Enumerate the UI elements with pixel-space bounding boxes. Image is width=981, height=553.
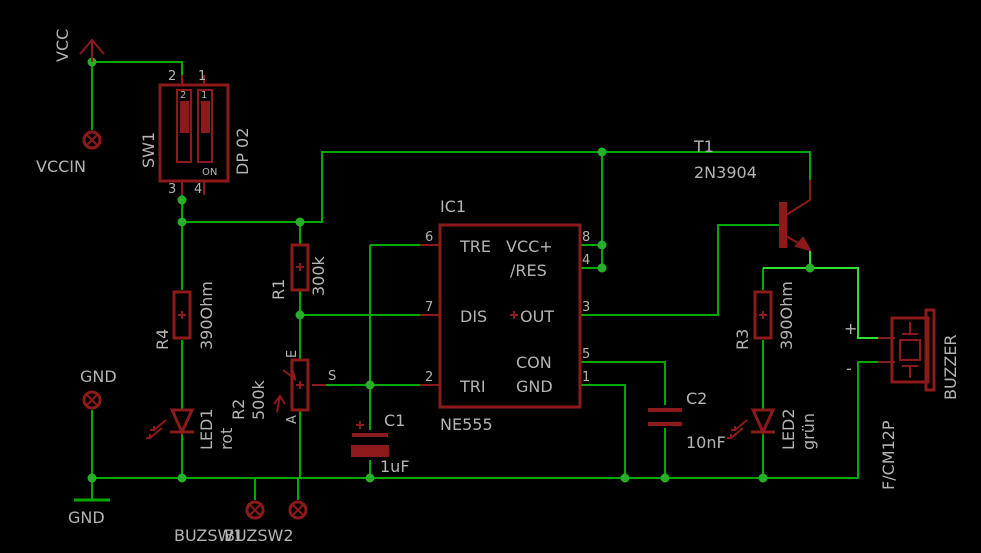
c1-name: C1 bbox=[384, 411, 405, 430]
junction-dot bbox=[597, 147, 607, 157]
ic1-pin8: 8 bbox=[582, 230, 590, 245]
ic1-vcc: VCC+ bbox=[506, 237, 553, 256]
sw1-inner-pin2: 2 bbox=[180, 90, 186, 101]
junction-dot bbox=[758, 473, 768, 483]
buzzer-minus: - bbox=[846, 359, 852, 378]
vcc-label: VCC bbox=[53, 29, 72, 62]
sw1-pin3: 3 bbox=[168, 182, 176, 197]
ic1-pin5: 5 bbox=[582, 347, 590, 362]
sw1-name: SW1 bbox=[139, 132, 158, 168]
junction-dot bbox=[365, 473, 375, 483]
buzzer-plus: + bbox=[844, 319, 857, 338]
r4-name: R4 bbox=[153, 329, 172, 350]
led2-diode[interactable] bbox=[727, 408, 776, 439]
led2-value: grün bbox=[799, 413, 818, 450]
vccin-label: VCCIN bbox=[36, 157, 86, 176]
junction-dot bbox=[177, 217, 187, 227]
junction-dot bbox=[295, 310, 305, 320]
r1-resistor[interactable] bbox=[290, 243, 310, 292]
ic1-gnd: GND bbox=[516, 377, 553, 396]
sw1-pin2: 2 bbox=[168, 69, 176, 84]
junction-dot bbox=[87, 473, 97, 483]
buzsw2-label: BUZSW2 bbox=[224, 526, 294, 545]
junctions bbox=[87, 57, 815, 483]
ic1-pin6: 6 bbox=[425, 230, 433, 245]
c2-name: C2 bbox=[686, 389, 707, 408]
c2-capacitor[interactable] bbox=[648, 408, 682, 426]
led2-name: LED2 bbox=[779, 408, 798, 450]
buzzer[interactable] bbox=[878, 308, 936, 392]
ic1-pin7: 7 bbox=[425, 300, 433, 315]
buzsw1-label: BUZSW1 bbox=[174, 526, 244, 545]
c2-value: 10nF bbox=[686, 433, 726, 452]
c1-capacitor[interactable] bbox=[351, 421, 389, 457]
c1-value: 1uF bbox=[380, 457, 410, 476]
gnd-top-label: GND bbox=[80, 367, 117, 386]
junction-dot bbox=[805, 263, 815, 273]
sw1-value: DP 02 bbox=[233, 128, 252, 175]
r4-resistor[interactable] bbox=[172, 290, 192, 340]
ic1-con: CON bbox=[516, 353, 552, 372]
ic1-tri: TRI bbox=[459, 377, 486, 396]
sw1-inner-pin1: 1 bbox=[201, 90, 207, 101]
r1-value: 300k bbox=[309, 255, 328, 296]
ic1-ne555[interactable] bbox=[420, 223, 582, 409]
ic1-name: IC1 bbox=[440, 197, 466, 216]
sw1-pin1: 1 bbox=[198, 69, 206, 84]
ic1-out: OUT bbox=[520, 307, 554, 326]
wires bbox=[74, 61, 878, 502]
buzzer-name: BUZZER bbox=[941, 334, 960, 400]
r2-pin-s: S bbox=[328, 369, 336, 384]
t1-value: 2N3904 bbox=[694, 163, 757, 182]
vccin-pad[interactable] bbox=[82, 130, 102, 150]
t1-name: T1 bbox=[693, 137, 714, 156]
r4-value: 390Ohm bbox=[197, 281, 216, 350]
led1-diode[interactable] bbox=[146, 408, 195, 439]
junction-dot bbox=[597, 263, 607, 273]
led1-name: LED1 bbox=[197, 408, 216, 450]
junction-dot bbox=[660, 473, 670, 483]
ic1-pin1: 1 bbox=[582, 370, 590, 385]
r2-potentiometer[interactable] bbox=[273, 358, 326, 413]
r3-resistor[interactable] bbox=[753, 290, 773, 340]
junction-dot bbox=[597, 240, 607, 250]
gnd-bottom-label: GND bbox=[68, 508, 105, 527]
buzsw2-pad[interactable] bbox=[288, 500, 308, 520]
r2-value: 500k bbox=[249, 379, 268, 420]
r2-pin-e: E bbox=[285, 350, 300, 358]
t1-transistor[interactable] bbox=[779, 180, 813, 252]
buzzer-value: F/CM12P bbox=[879, 420, 898, 490]
junction-dot bbox=[177, 195, 187, 205]
junction-dot bbox=[620, 473, 630, 483]
buzsw1-pad[interactable] bbox=[245, 500, 265, 520]
vcc-arrow-icon bbox=[79, 38, 105, 62]
r3-name: R3 bbox=[733, 329, 752, 350]
gnd-top-pad[interactable] bbox=[82, 390, 102, 410]
ic1-pin2: 2 bbox=[425, 370, 433, 385]
sw1-dip-switch[interactable] bbox=[158, 75, 230, 195]
sw1-on-label: ON bbox=[202, 167, 217, 178]
r1-name: R1 bbox=[269, 279, 288, 300]
ic1-value: NE555 bbox=[440, 415, 493, 434]
ic1-pin4: 4 bbox=[582, 253, 590, 268]
junction-dot bbox=[365, 380, 375, 390]
ic1-dis: DIS bbox=[460, 307, 487, 326]
ic1-res: /RES bbox=[510, 261, 547, 280]
r2-name: R2 bbox=[229, 399, 248, 420]
junction-dot bbox=[295, 217, 305, 227]
sw1-pin4: 4 bbox=[194, 182, 202, 197]
r2-pin-a: A bbox=[285, 415, 300, 424]
r3-value: 390Ohm bbox=[777, 281, 796, 350]
ic1-pin3: 3 bbox=[582, 300, 590, 315]
led1-value: rot bbox=[217, 428, 236, 450]
ic1-tre: TRE bbox=[459, 237, 491, 256]
junction-dot bbox=[177, 473, 187, 483]
